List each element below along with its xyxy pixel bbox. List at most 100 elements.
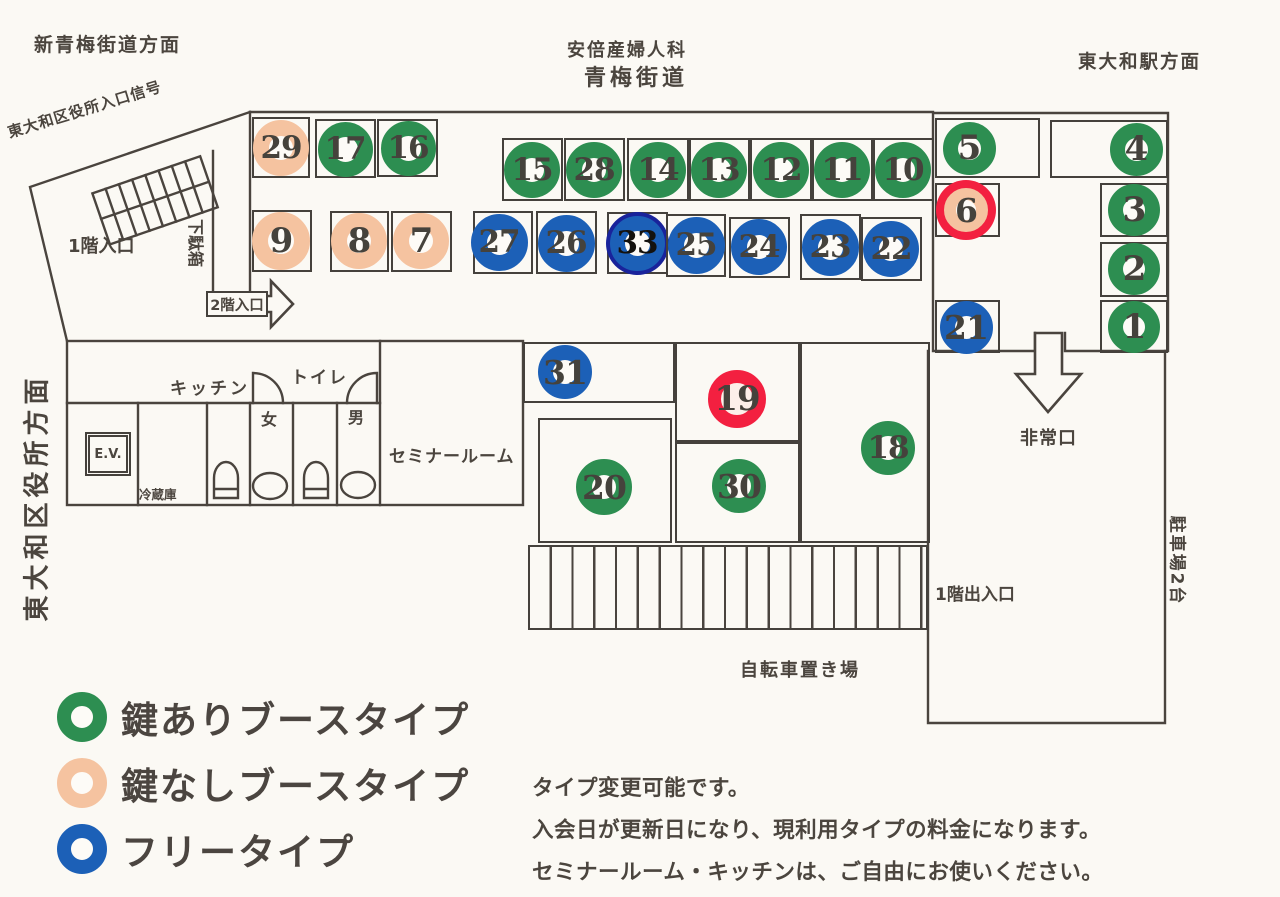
emergency-exit-arrow — [1013, 331, 1084, 415]
booth-box-7 — [391, 211, 452, 272]
booth-29: 29 — [253, 120, 309, 176]
label-toilet: トイレ — [291, 368, 348, 388]
notes: タイプ変更可能です。 入会日が更新日になり、現利用タイプの料金になります。 セミ… — [532, 771, 1103, 897]
left-slanted-wall — [28, 110, 252, 343]
note-line: タイプ変更可能です。 — [532, 776, 750, 801]
urinal-fixture — [212, 460, 240, 500]
booth-24: 24 — [731, 219, 787, 275]
booth-23: 23 — [801, 218, 859, 276]
legend-item-key: 鍵ありブースタイプ — [57, 690, 470, 744]
booth-12: 12 — [753, 142, 809, 198]
note-line: 入会日が更新日になり、現利用タイプの料金になります。 — [532, 818, 1101, 843]
label-bicycle-parking: 自転車置き場 — [740, 660, 860, 681]
elevator-label: E.V. — [94, 446, 122, 462]
booth-box-12 — [750, 138, 812, 201]
legend-label: 鍵ありブースタイプ — [121, 699, 471, 742]
booth-6: 6 — [944, 188, 988, 232]
label-clinic: 安倍産婦人科 — [567, 40, 687, 61]
room-30 — [675, 442, 800, 543]
booth-box-6 — [935, 183, 1000, 237]
label-station: 東大和駅方面 — [1078, 52, 1202, 73]
label-kitchen: キッチン — [170, 379, 250, 399]
booth-box-15 — [502, 138, 563, 201]
booth-box-10 — [873, 138, 934, 201]
booth-17: 17 — [317, 121, 373, 177]
label-exit-1f: 1階出入口 — [935, 585, 1015, 605]
booth-box-26 — [536, 211, 597, 274]
room-20 — [538, 418, 672, 543]
booth-18: 18 — [861, 421, 915, 475]
booth-15: 15 — [504, 142, 560, 198]
legend-item-no-key: 鍵なしブースタイプ — [57, 756, 470, 810]
note-line: セミナールーム・キッチンは、ご自由にお使いください。 — [532, 860, 1104, 885]
booth-box-11 — [812, 138, 873, 201]
free-type-ring-icon — [57, 824, 107, 874]
toilet-fixture — [251, 471, 289, 501]
booth-box-23 — [800, 214, 861, 280]
stairs — [90, 154, 220, 246]
booth-9: 9 — [252, 212, 310, 270]
booth-14: 14 — [630, 142, 686, 198]
booth-21: 21 — [939, 300, 993, 354]
booth-4: 4 — [1109, 122, 1163, 176]
booth-22: 22 — [863, 221, 919, 277]
booth-box-17 — [315, 119, 376, 178]
legend-label: フリータイプ — [121, 831, 355, 874]
booth-19: 19 — [708, 370, 766, 428]
legend-item-free: フリータイプ — [57, 822, 470, 876]
booth-30: 30 — [712, 459, 766, 513]
label-emergency-exit: 非常口 — [1020, 428, 1077, 449]
label-men: 男 — [348, 408, 365, 427]
booth-box-28 — [564, 138, 625, 201]
booth-box-4 — [1050, 120, 1168, 178]
booth-1: 1 — [1108, 301, 1160, 353]
booth-28: 28 — [566, 142, 622, 198]
label-parking: 駐車場2台 — [1166, 515, 1187, 606]
label-fridge: 冷蔵庫 — [139, 487, 177, 502]
label-seminar-room: セミナールーム — [389, 447, 515, 467]
room-18 — [800, 342, 930, 543]
room-31 — [523, 342, 675, 403]
label-shoe-box: 下駄箱 — [186, 218, 205, 267]
room-19 — [675, 342, 800, 442]
urinal-fixture — [302, 460, 330, 500]
stall-walls — [136, 339, 382, 507]
booth-box-22 — [861, 217, 922, 281]
elevator-box: E.V. — [85, 432, 131, 476]
booth-box-5 — [935, 118, 1040, 178]
key-booth-ring-icon — [57, 692, 107, 742]
toilet-fixture — [339, 470, 377, 500]
booth-20: 20 — [576, 459, 632, 515]
booth-31: 31 — [538, 345, 592, 399]
booth-33: 33 — [609, 215, 665, 271]
booth-box-13 — [689, 138, 750, 201]
legend-label: 鍵なしブースタイプ — [121, 765, 471, 808]
booth-16: 16 — [380, 120, 436, 176]
booth-13: 13 — [691, 142, 747, 198]
bicycle-rack — [528, 545, 928, 630]
booth-box-16 — [377, 119, 438, 177]
booth-10: 10 — [875, 142, 931, 198]
no-key-booth-ring-icon — [57, 758, 107, 808]
label-ward-office-direction: 東大和区役所方面 — [22, 373, 53, 622]
label-shin-ome-kaido: 新青梅街道方面 — [34, 34, 182, 56]
booth-2: 2 — [1108, 243, 1160, 295]
booth-27: 27 — [470, 213, 528, 271]
entrance-2f-sign: 2階入口 — [206, 291, 268, 317]
label-entrance-1f: 1階入口 — [68, 236, 135, 257]
label-ome-kaido: 青梅街道 — [584, 66, 689, 91]
booth-7: 7 — [393, 213, 449, 269]
kitchen-block-outline — [65, 339, 525, 507]
booth-box-14 — [627, 138, 689, 201]
booth-3: 3 — [1108, 184, 1160, 236]
booth-box-25 — [666, 214, 726, 277]
toilet-door-arcs — [251, 371, 379, 405]
legend: 鍵ありブースタイプ 鍵なしブースタイプ フリータイプ — [57, 690, 470, 888]
booth-box-24 — [729, 217, 790, 278]
booth-11: 11 — [814, 142, 870, 198]
booth-26: 26 — [537, 214, 595, 272]
booth-5: 5 — [942, 121, 996, 175]
label-women: 女 — [261, 410, 278, 429]
booth-25: 25 — [667, 216, 725, 274]
